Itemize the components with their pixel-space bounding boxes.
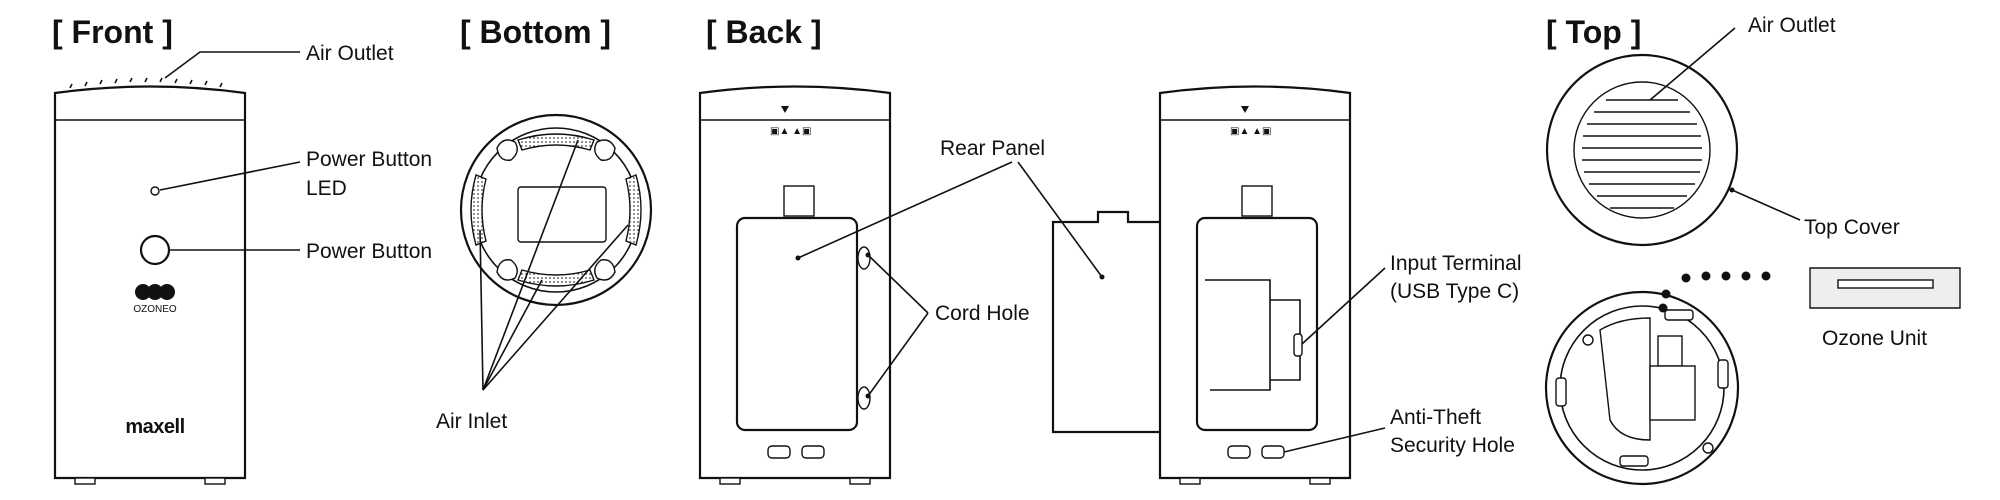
front-foot-left xyxy=(74,477,96,485)
ozone-unit-slot xyxy=(1837,279,1934,289)
back-arrow-icon xyxy=(781,106,789,113)
leader-cord-hole-2 xyxy=(867,312,929,397)
leader-air-inlet-1 xyxy=(479,229,484,391)
top-view: [ Top ] Air Outlet Top Cover xyxy=(1544,14,1961,486)
ozone-unit-socket xyxy=(1649,365,1696,421)
label-anti-theft-1: Anti-Theft xyxy=(1390,406,1481,429)
leader-rear-panel-1 xyxy=(797,161,1013,259)
air-inlet-slot-right xyxy=(625,174,642,246)
front-air-outlet-grille xyxy=(69,77,223,89)
bottom-header: [ Bottom ] xyxy=(460,14,611,50)
back-view-closed: [ Back ] ▣▲ ▲▣ Rear Panel Cord Hole xyxy=(698,14,1045,485)
ozone-dot-5 xyxy=(1721,271,1731,281)
open-panel-latch xyxy=(1241,185,1273,217)
leader-air-inlet-3 xyxy=(482,139,579,391)
top-base-screw-1 xyxy=(1582,334,1594,346)
label-input-terminal-2: (USB Type C) xyxy=(1390,280,1519,303)
back-lock-symbols: ▣▲ ▲▣ xyxy=(770,126,811,137)
bottom-foot-br xyxy=(594,259,616,281)
label-air-outlet-front: Air Outlet xyxy=(306,42,394,65)
open-foot-right xyxy=(1309,477,1331,485)
ozone-logo-icon xyxy=(135,284,175,300)
open-arrow-icon xyxy=(1241,106,1249,113)
air-inlet-slot-bottom xyxy=(517,269,595,287)
cord-hole-upper xyxy=(857,246,871,270)
usb-c-port xyxy=(1293,333,1303,357)
label-air-outlet-top: Air Outlet xyxy=(1748,14,1836,37)
ozone-dot-6 xyxy=(1741,271,1751,281)
top-base-slot-1 xyxy=(1664,309,1694,321)
rear-panel xyxy=(735,216,859,432)
open-compartment xyxy=(1195,216,1319,432)
top-base-slot-3 xyxy=(1555,377,1567,407)
back-foot-left xyxy=(719,477,741,485)
open-foot-left xyxy=(1179,477,1201,485)
back-security-hole-right xyxy=(801,445,825,459)
security-hole-right xyxy=(1261,445,1285,459)
top-base-screw-2 xyxy=(1702,442,1714,454)
ozone-dot-7 xyxy=(1761,271,1771,281)
ozone-dot-2 xyxy=(1661,289,1671,299)
leader-top-cover xyxy=(1731,189,1801,221)
top-air-outlet-grille xyxy=(1582,99,1702,209)
top-outlet-rim xyxy=(1573,81,1711,219)
removed-rear-panel xyxy=(1051,210,1178,434)
label-top-cover: Top Cover xyxy=(1804,216,1900,239)
ozone-logo-text: OZONEO xyxy=(133,304,177,315)
bottom-foot-bl xyxy=(496,259,518,281)
label-power-button: Power Button xyxy=(306,240,432,263)
ozone-dot-3 xyxy=(1681,273,1691,283)
leader-air-outlet-front xyxy=(164,51,300,79)
ozone-dot-4 xyxy=(1701,271,1711,281)
back-view-open: ▣▲ ▲▣ Input Terminal (USB Type C) Anti-T… xyxy=(1017,85,1522,485)
top-header: [ Top ] xyxy=(1546,14,1641,50)
back-foot-right xyxy=(849,477,871,485)
bottom-view: [ Bottom ] Air Inlet xyxy=(436,14,653,433)
front-foot-right xyxy=(204,477,226,485)
front-device-body xyxy=(53,85,247,480)
front-header: [ Front ] xyxy=(52,14,173,50)
front-view: [ Front ] OZONEO maxell Air Outlet Power… xyxy=(52,14,432,485)
leader-air-inlet-4 xyxy=(482,224,629,391)
back-header: [ Back ] xyxy=(706,14,822,50)
label-input-terminal-1: Input Terminal xyxy=(1390,252,1522,275)
back-security-hole-left xyxy=(767,445,791,459)
top-base-bracket xyxy=(1599,317,1651,441)
top-base-slot-4 xyxy=(1619,455,1649,467)
label-ozone-unit: Ozone Unit xyxy=(1822,327,1927,350)
bottom-foot-tl xyxy=(496,139,518,161)
leader-anti-theft xyxy=(1283,427,1386,453)
bottom-foot-tr xyxy=(594,139,616,161)
power-led-icon xyxy=(150,186,160,196)
back-panel-latch xyxy=(783,185,815,217)
leader-input-terminal xyxy=(1301,267,1386,345)
leader-cord-hole-1 xyxy=(867,254,929,314)
brand-logo: maxell xyxy=(125,416,184,438)
power-button-icon xyxy=(139,234,171,266)
label-power-button-led-1: Power Button xyxy=(306,148,432,171)
label-rear-panel: Rear Panel xyxy=(940,137,1045,160)
leader-power-led xyxy=(159,161,301,191)
ozone-unit-mount xyxy=(1657,335,1683,367)
ozone-dot-1 xyxy=(1658,303,1668,313)
open-lock-symbols: ▣▲ ▲▣ xyxy=(1230,126,1271,137)
label-cord-hole: Cord Hole xyxy=(935,302,1030,325)
label-air-inlet: Air Inlet xyxy=(436,410,507,433)
cord-hole-lower xyxy=(857,386,871,410)
leader-air-inlet-2 xyxy=(482,279,543,391)
leader-rear-panel-2 xyxy=(1017,161,1103,278)
leader-air-outlet-top xyxy=(1649,27,1736,101)
label-power-button-led-2: LED xyxy=(306,177,347,200)
top-base-slot-2 xyxy=(1717,359,1729,389)
bottom-label-plate xyxy=(517,186,607,243)
security-hole-left xyxy=(1227,445,1251,459)
label-anti-theft-2: Security Hole xyxy=(1390,434,1515,457)
